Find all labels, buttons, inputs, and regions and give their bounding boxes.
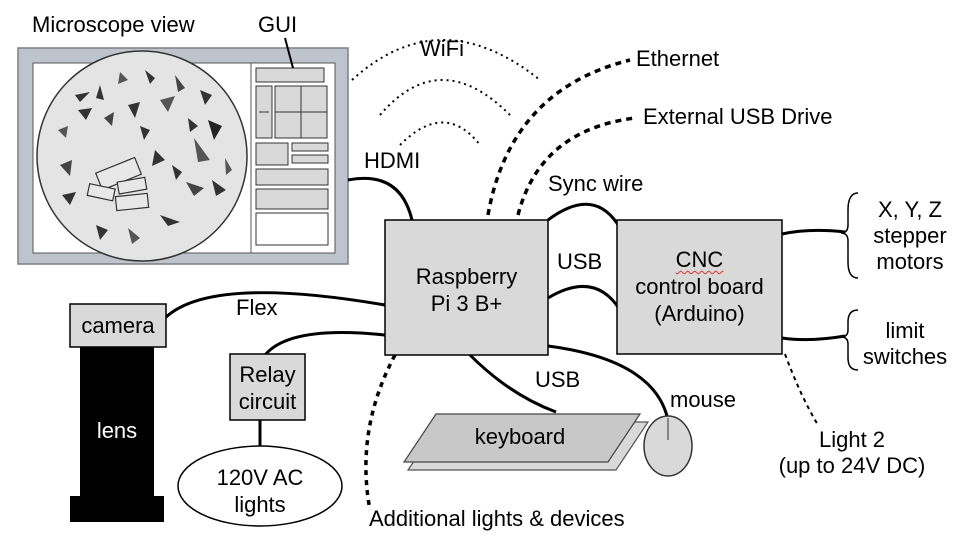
ac-lights-label: 120V AC lights: [178, 464, 342, 518]
ac-line1: 120V AC: [216, 465, 304, 490]
gui-pointer-line: [284, 37, 294, 69]
external-usb-line: [516, 116, 636, 216]
flex-label: Flex: [236, 295, 278, 320]
usb-cnc-cable: [547, 284, 622, 311]
gui-panel: [250, 63, 329, 253]
cnc-line3: (Arduino): [654, 301, 745, 326]
raspberry-pi-label: Raspberry Pi 3 B+: [385, 263, 548, 317]
gui-label: GUI: [258, 12, 298, 37]
limit-line1: limit: [885, 318, 925, 343]
rpi-line2: Pi 3 B+: [430, 291, 503, 316]
keyboard-cable: [468, 353, 557, 414]
ac-line2: lights: [234, 492, 286, 517]
camera-box: [69, 303, 167, 348]
light2-label: Light 2 (up to 24V DC): [768, 427, 936, 479]
keyboard-shape: [402, 413, 650, 471]
rpi-line1: Raspberry: [415, 264, 518, 289]
limit-switches-label: limit switches: [855, 318, 955, 370]
switch-cable: [781, 334, 846, 342]
light2-line: [784, 353, 819, 426]
sync-wire-label: Sync wire: [548, 171, 644, 196]
keyboard-label: keyboard: [474, 424, 566, 449]
relay-line1: Relay: [239, 362, 296, 387]
usb-cnc-label: USB: [557, 249, 603, 274]
wifi-icon: [351, 39, 541, 146]
sync-wire: [547, 202, 622, 229]
relay-label: Relay circuit: [230, 361, 305, 415]
relay-box: [229, 353, 306, 421]
raspberry-pi-box: [384, 219, 549, 356]
lens-label: lens: [96, 418, 138, 443]
lens-shape: [70, 347, 164, 522]
cnc-line1: CNC: [617, 246, 782, 273]
ac-lights-ellipse: [177, 445, 343, 527]
relay-cable: [263, 331, 386, 356]
cnc-line2: control board: [635, 274, 764, 299]
mouse-shape: [643, 415, 693, 477]
additional-devices-label: Additional lights & devices: [369, 506, 625, 531]
xyz-line2: stepper: [873, 223, 947, 248]
stepper-motors-label: X, Y, Z stepper motors: [862, 197, 958, 275]
mouse-label: mouse: [670, 387, 737, 412]
microscope-view-label: Microscope view: [32, 12, 195, 37]
mouse-cable: [547, 344, 670, 421]
light2-line1: Light 2: [818, 427, 886, 452]
cnc-board-box: [616, 219, 783, 355]
wifi-label: WiFi: [420, 36, 464, 61]
hdmi-label: HDMI: [364, 148, 421, 173]
monitor: [17, 47, 349, 265]
ethernet-label: Ethernet: [636, 46, 720, 71]
xyz-line1: X, Y, Z: [877, 197, 942, 222]
switches-brace: [840, 309, 859, 371]
microscope-field-view: [36, 50, 248, 262]
usb-peripherals-label: USB: [535, 367, 581, 392]
additional-devices-line: [364, 354, 397, 511]
camera-label: camera: [81, 313, 155, 338]
hdmi-cable: [347, 176, 414, 221]
limit-line2: switches: [862, 344, 948, 369]
light2-line2: (up to 24V DC): [778, 453, 926, 478]
cnc-board-label: CNC control board (Arduino): [617, 246, 782, 327]
xyz-line3: motors: [876, 249, 944, 274]
relay-line2: circuit: [238, 389, 297, 414]
flex-cable: [163, 291, 386, 320]
ethernet-line: [486, 58, 631, 216]
external-usb-label: External USB Drive: [643, 104, 833, 129]
motors-brace: [840, 192, 859, 279]
cnc-word: CNC: [675, 247, 724, 272]
motor-cable: [781, 228, 846, 236]
